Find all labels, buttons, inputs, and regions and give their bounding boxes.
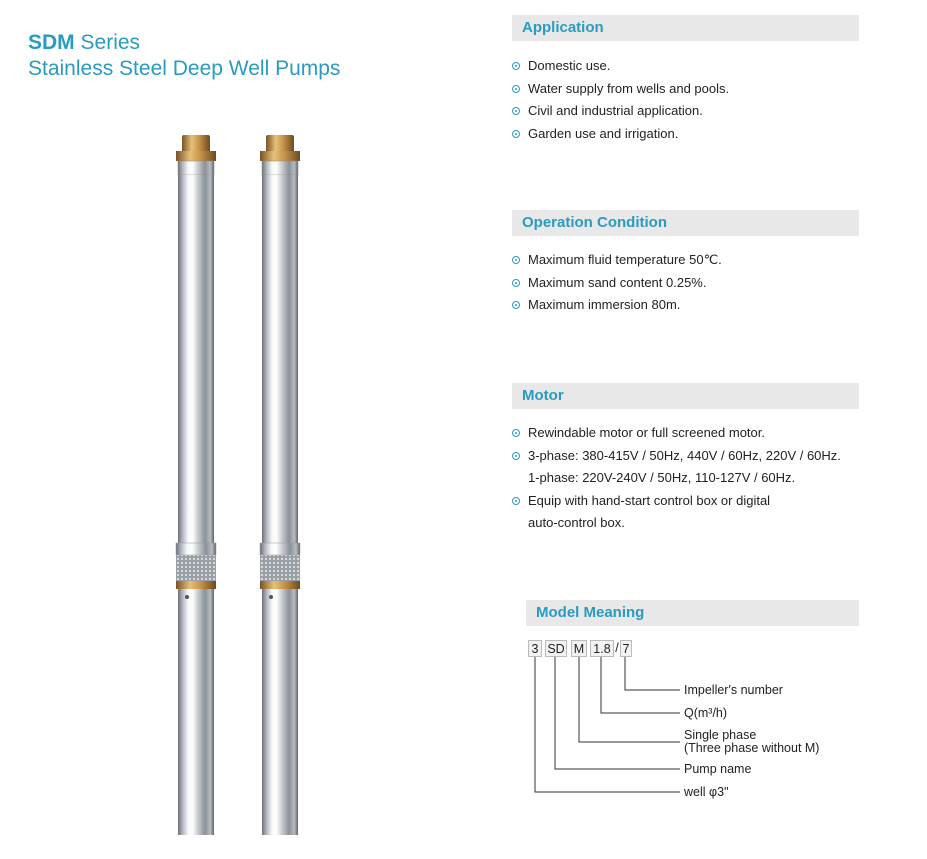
motor-heading: Motor [512,383,859,409]
bullet-icon [512,278,520,287]
list-item: Maximum immersion 80m. [512,294,722,317]
model-connector-lines [534,657,680,793]
code-impeller: 7 [620,640,632,657]
list-item: Maximum sand content 0.25%. [512,272,722,295]
bullet-icon [512,256,520,264]
code-single-phase: M [571,640,587,657]
code-slash: / [615,641,619,655]
list-item: Domestic use. [512,55,729,78]
operation-list: Maximum fluid temperature 50℃. Maximum s… [512,249,722,317]
list-item: Garden use and irrigation. [512,123,729,146]
bullet-icon [512,429,520,437]
brand-name: SDM [28,31,75,54]
label-three-phase-note: (Three phase without M) [684,741,820,755]
bullet-icon [512,129,520,138]
operation-heading: Operation Condition [512,210,859,236]
bullet-icon [512,496,520,505]
application-list: Domestic use. Water supply from wells an… [512,55,729,145]
motor-list: Rewindable motor or full screened motor.… [512,422,841,535]
bullet-icon [512,84,520,93]
list-item: Water supply from wells and pools. [512,78,729,101]
label-single-phase: Single phase [684,728,757,742]
pump-right [259,135,301,835]
list-item: 3-phase: 380-415V / 50Hz, 440V / 60Hz, 2… [512,445,841,468]
series-title: SDM Series [28,30,340,56]
list-item-continued: 1-phase: 220V-240V / 50Hz, 110-127V / 60… [528,470,796,485]
label-impeller: Impeller's number [684,683,783,697]
list-item: Maximum fluid temperature 50℃. [512,249,722,272]
label-well: well φ3" [684,785,729,799]
pump-left [175,135,217,835]
bullet-icon [512,301,520,309]
list-item-continued: auto-control box. [528,515,625,530]
code-well: 3 [528,640,542,657]
model-meaning-heading: Model Meaning [526,600,859,626]
bullet-icon [512,107,520,115]
label-flow: Q(m³/h) [684,706,728,720]
bullet-icon [512,62,520,70]
series-word: Series [80,31,141,54]
list-item: Rewindable motor or full screened motor. [512,422,841,445]
label-pump-name: Pump name [684,762,752,776]
pumps-illustration [175,135,301,835]
bullet-icon [512,451,520,460]
code-flow: 1.8 [590,640,614,657]
product-subtitle: Stainless Steel Deep Well Pumps [28,57,341,80]
list-item: Equip with hand-start control box or dig… [512,490,841,513]
application-heading: Application [512,15,859,41]
code-pump-name: SD [545,640,567,657]
page-title: SDM Series Stainless Steel Deep Well Pum… [28,30,340,82]
list-item: Civil and industrial application. [512,100,729,123]
